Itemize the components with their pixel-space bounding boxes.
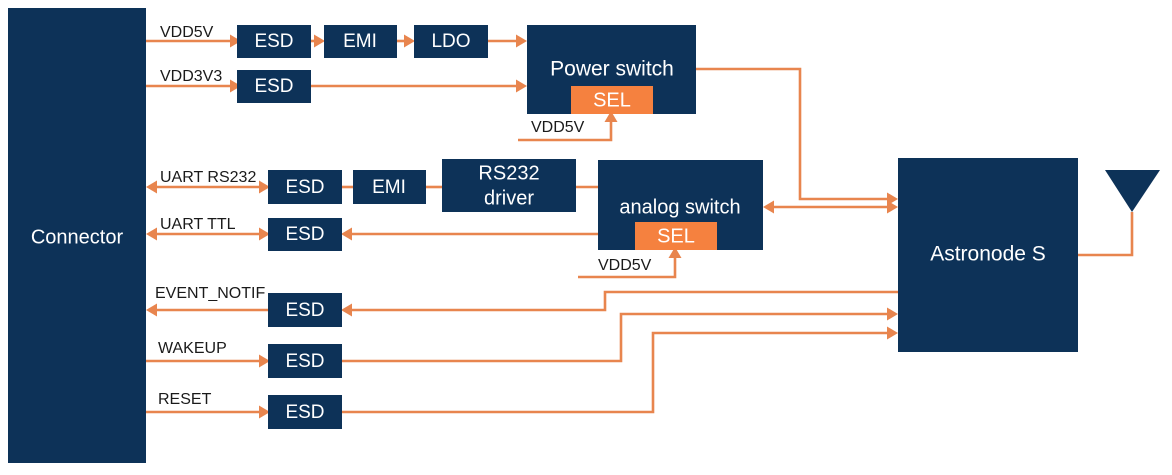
wire-vdd5v-supply-power-switch-sel [518, 111, 618, 142]
signal-label-vdd5v: VDD5V [160, 24, 214, 41]
block-esd-event-notif[interactable]: ESD [268, 293, 342, 327]
block-esd-uart-ttl[interactable]: ESD [268, 218, 342, 251]
wire-ldo-to-power-switch [488, 34, 527, 48]
wire-uart-rs232-connector-to-esd [146, 180, 270, 194]
signal-label-reset: RESET [158, 391, 212, 408]
block-emi-vdd5v-label: EMI [343, 31, 377, 52]
block-ldo-vdd5v[interactable]: LDO [414, 25, 488, 58]
block-esd-reset[interactable]: ESD [268, 395, 342, 429]
block-esd-vdd3v3[interactable]: ESD [237, 70, 311, 103]
signal-label-wakeup: WAKEUP [158, 340, 227, 357]
block-esd-event-notif-label: ESD [285, 300, 324, 321]
power-switch-sel-label: SEL [593, 89, 631, 111]
block-connector-label: Connector [31, 226, 124, 248]
block-power-switch[interactable]: Power switch SEL [527, 25, 696, 114]
block-rs232-driver-label-line2: driver [484, 187, 534, 209]
block-connector[interactable]: Connector [8, 8, 146, 463]
wire-analog-switch-to-astronode [763, 200, 898, 214]
wire-vdd5v-connector-to-esd [146, 34, 241, 48]
block-astronode-s-label: Astronode S [930, 243, 1046, 266]
block-power-switch-label: Power switch [550, 58, 674, 81]
block-astronode-s[interactable]: Astronode S [898, 158, 1078, 352]
signal-label-event-notif: EVENT_NOTIF [155, 285, 265, 302]
block-emi-uart-rs232-label: EMI [372, 177, 406, 198]
block-rs232-driver[interactable]: RS232 driver [442, 159, 576, 212]
wire-reset-connector-to-esd [146, 405, 270, 419]
wire-uart-ttl-connector-to-esd [146, 227, 270, 241]
block-analog-switch-label: analog switch [619, 196, 740, 218]
block-esd-wakeup[interactable]: ESD [268, 344, 342, 378]
signal-label-analog-switch-sel-supply: VDD5V [598, 257, 652, 274]
wire-analog-switch-to-uart-ttl-esd [341, 227, 598, 241]
signal-label-uart-rs232: UART RS232 [160, 169, 256, 186]
block-esd-vdd5v-label: ESD [254, 31, 293, 52]
block-esd-vdd3v3-label: ESD [254, 76, 293, 97]
signal-label-vdd3v3: VDD3V3 [160, 68, 222, 85]
wire-vdd3v3-connector-to-esd [146, 79, 241, 93]
block-esd-vdd5v[interactable]: ESD [237, 25, 311, 58]
block-esd-uart-rs232[interactable]: ESD [268, 170, 342, 204]
power-switch-sel-box[interactable] [571, 86, 653, 114]
block-emi-uart-rs232[interactable]: EMI [353, 170, 426, 204]
signal-label-uart-ttl: UART TTL [160, 216, 236, 233]
wire-vdd5v-esd-to-emi [311, 34, 325, 48]
wire-reset-esd-to-astronode [341, 326, 898, 414]
wire-vdd5v-supply-analog-switch-sel [578, 247, 682, 279]
wire-astronode-to-antenna [1078, 212, 1134, 257]
block-analog-switch[interactable]: analog switch SEL [598, 160, 763, 250]
wire-event-notif-esd-to-connector [146, 303, 268, 317]
wire-astronode-to-event-notif-esd [341, 290, 898, 317]
block-esd-reset-label: ESD [285, 402, 324, 423]
wire-vdd5v-emi-to-ldo [396, 34, 415, 48]
block-ldo-vdd5v-label: LDO [431, 31, 470, 52]
analog-switch-sel-box[interactable] [635, 222, 717, 250]
signal-label-power-switch-sel-supply: VDD5V [531, 119, 585, 136]
analog-switch-sel-label: SEL [657, 225, 695, 247]
block-esd-wakeup-label: ESD [285, 351, 324, 372]
block-esd-uart-rs232-label: ESD [285, 177, 324, 198]
block-esd-uart-ttl-label: ESD [285, 224, 324, 245]
wire-wakeup-esd-to-astronode [341, 307, 898, 363]
wire-vdd3v3-esd-to-power-switch [311, 79, 527, 93]
block-emi-vdd5v[interactable]: EMI [324, 25, 397, 58]
wire-wakeup-connector-to-esd [146, 354, 270, 368]
block-rs232-driver-label-line1: RS232 [478, 162, 539, 184]
antenna-icon [1105, 170, 1160, 212]
